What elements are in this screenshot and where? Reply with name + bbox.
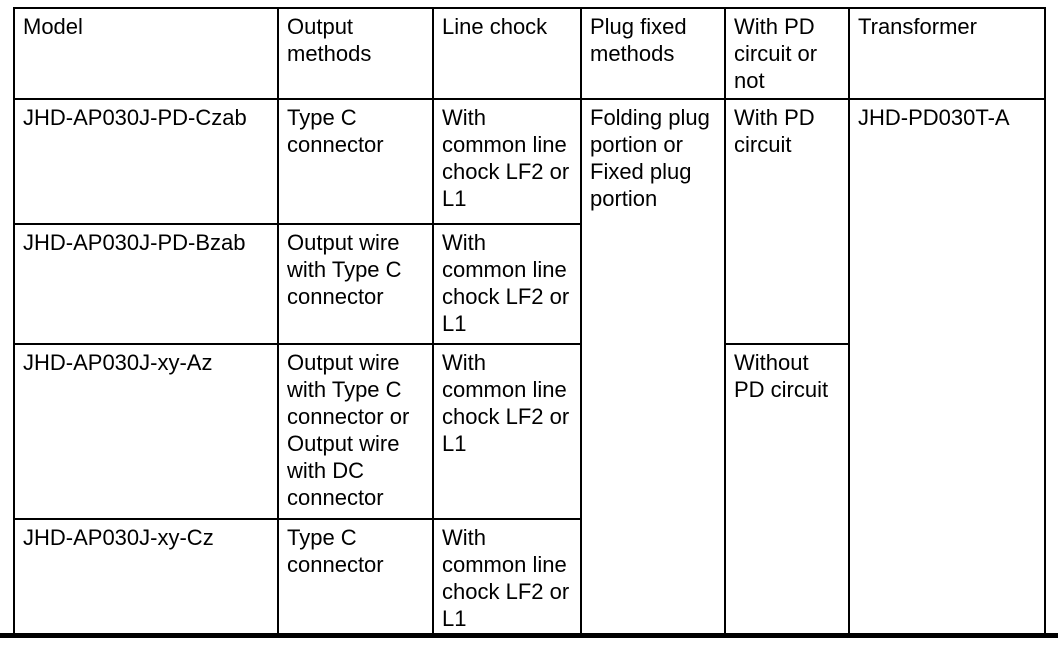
table-row: JHD-AP030J-xy-Az Output wire with Type C… xyxy=(13,343,1045,638)
header-line-chock: Line chock xyxy=(432,7,582,100)
table-header-row: Model Output methods Line chock Plug fix… xyxy=(13,7,1046,100)
cell-plug-fixed-method: Folding plug portion or Fixed plug porti… xyxy=(580,98,726,638)
cell-line-chock-4: With common line chock LF2 or L1 xyxy=(432,518,582,638)
header-pd-circuit: With PD circuit or not xyxy=(724,7,850,100)
cell-transformer: JHD-PD030T-A xyxy=(848,98,1046,638)
table-row: JHD-AP030J-PD-Bzab Output wire with Type… xyxy=(13,223,1045,345)
table-row: JHD-AP030J-PD-Czab Type C connector With… xyxy=(13,98,1046,638)
cell-line-chock-2: With common line chock LF2 or L1 xyxy=(432,223,582,345)
cell-model-3: JHD-AP030J-xy-Az xyxy=(13,343,279,520)
cell-output-method-4: Type C connector xyxy=(277,518,434,638)
header-plug-fixed-methods: Plug fixed methods xyxy=(580,7,726,100)
cell-line-chock-3: With common line chock LF2 or L1 xyxy=(432,343,582,520)
cell-pd-with: With PD circuit xyxy=(724,98,850,345)
spec-table: Model Output methods Line chock Plug fix… xyxy=(13,7,1046,638)
cell-model-1: JHD-AP030J-PD-Czab xyxy=(13,98,279,225)
table-row: JHD-AP030J-xy-Cz Type C connector With c… xyxy=(13,518,1045,638)
header-transformer: Transformer xyxy=(848,7,1046,100)
cell-output-method-1: Type C connector xyxy=(277,98,434,225)
cell-model-4: JHD-AP030J-xy-Cz xyxy=(13,518,279,638)
header-model: Model xyxy=(13,7,279,100)
page-bottom-rule xyxy=(0,633,1058,638)
header-output-methods: Output methods xyxy=(277,7,434,100)
cell-output-method-2: Output wire with Type C connector xyxy=(277,223,434,345)
cell-model-2: JHD-AP030J-PD-Bzab xyxy=(13,223,279,345)
cell-output-method-3: Output wire with Type C connector or Out… xyxy=(277,343,434,520)
cell-line-chock-1: With common line chock LF2 or L1 xyxy=(432,98,582,225)
cell-pd-without: Without PD circuit xyxy=(724,343,850,638)
